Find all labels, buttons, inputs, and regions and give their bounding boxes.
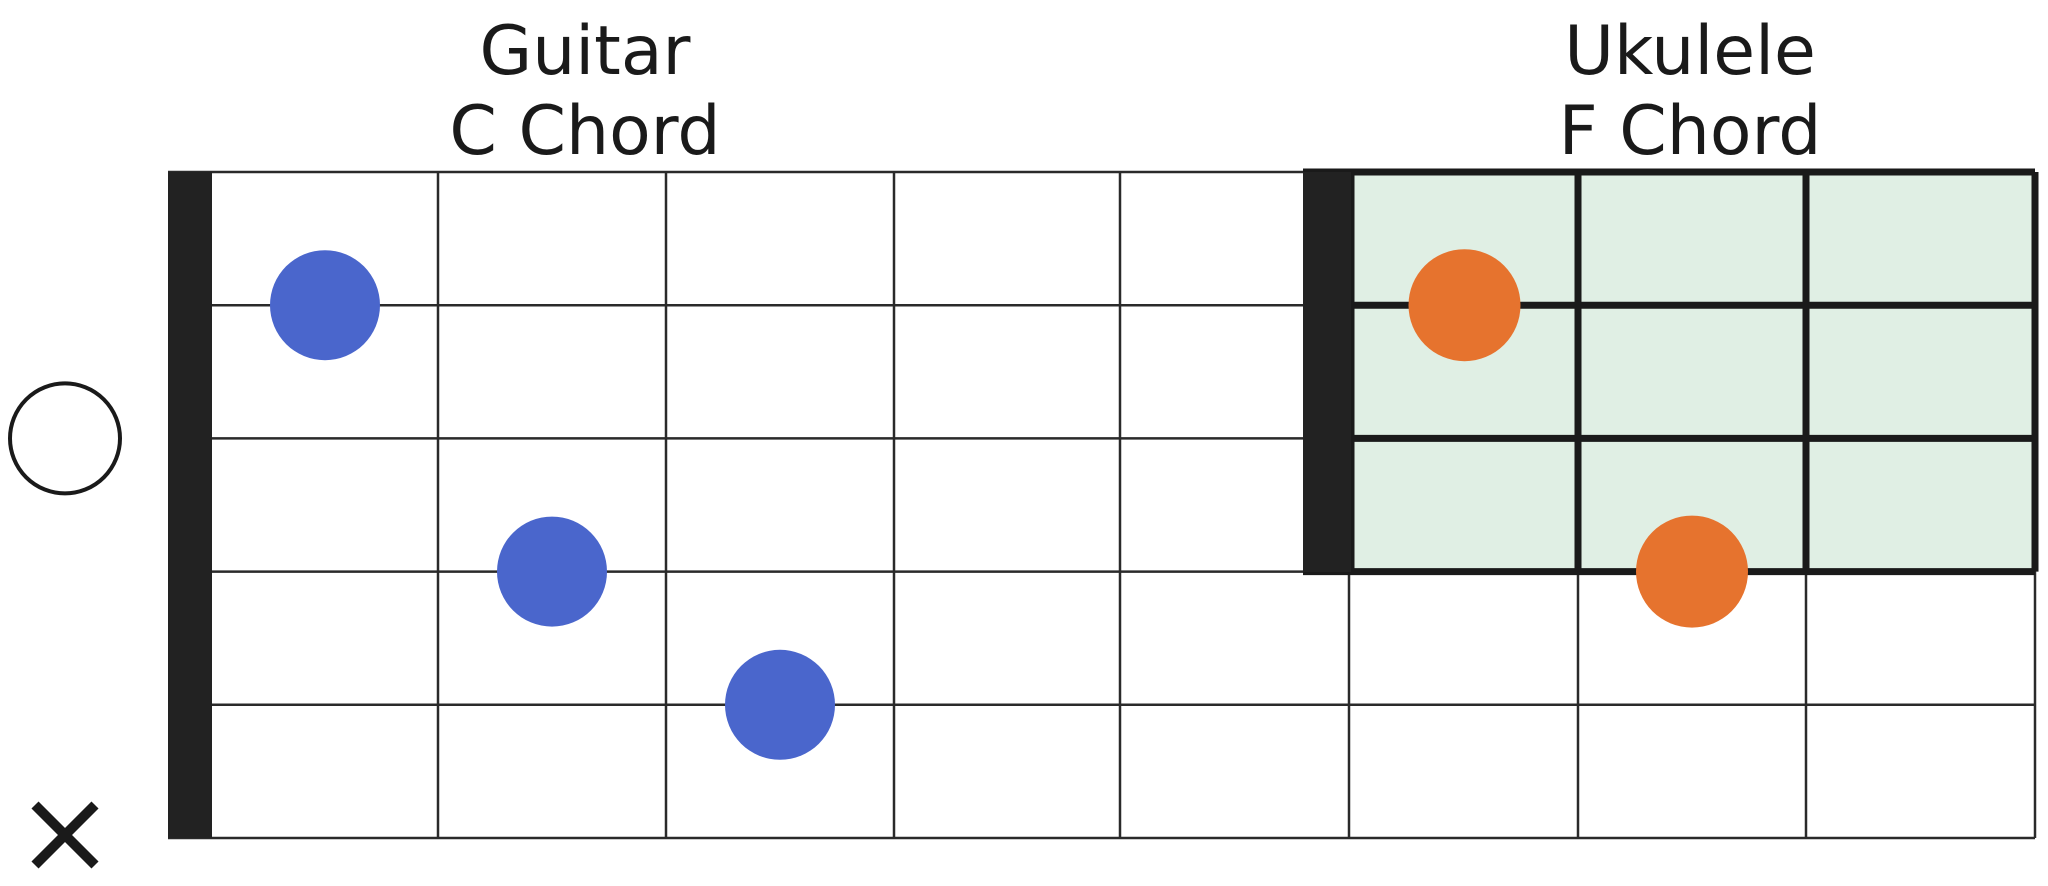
open-string-marker: [8, 381, 122, 496]
ukulele-finger-dot: [1408, 249, 1521, 362]
guitar-title-line1: Guitar: [480, 12, 691, 91]
muted-string-marker: [31, 801, 99, 869]
ukulele-nut: [1303, 172, 1351, 572]
guitar-finger-dot: [725, 649, 835, 760]
ukulele-finger-dot: [1636, 515, 1748, 628]
finger-dots: [270, 249, 1748, 760]
ukulele-region-highlight: [1303, 172, 2035, 572]
guitar-finger-dot: [270, 250, 380, 361]
guitar-title-line2: C Chord: [449, 92, 720, 171]
guitar-finger-dot: [497, 516, 607, 627]
ukulele-title-line2: F Chord: [1559, 92, 1822, 171]
string-markers: [8, 381, 122, 869]
ukulele-title-line1: Ukulele: [1564, 12, 1816, 91]
guitar-nut: [168, 172, 212, 838]
